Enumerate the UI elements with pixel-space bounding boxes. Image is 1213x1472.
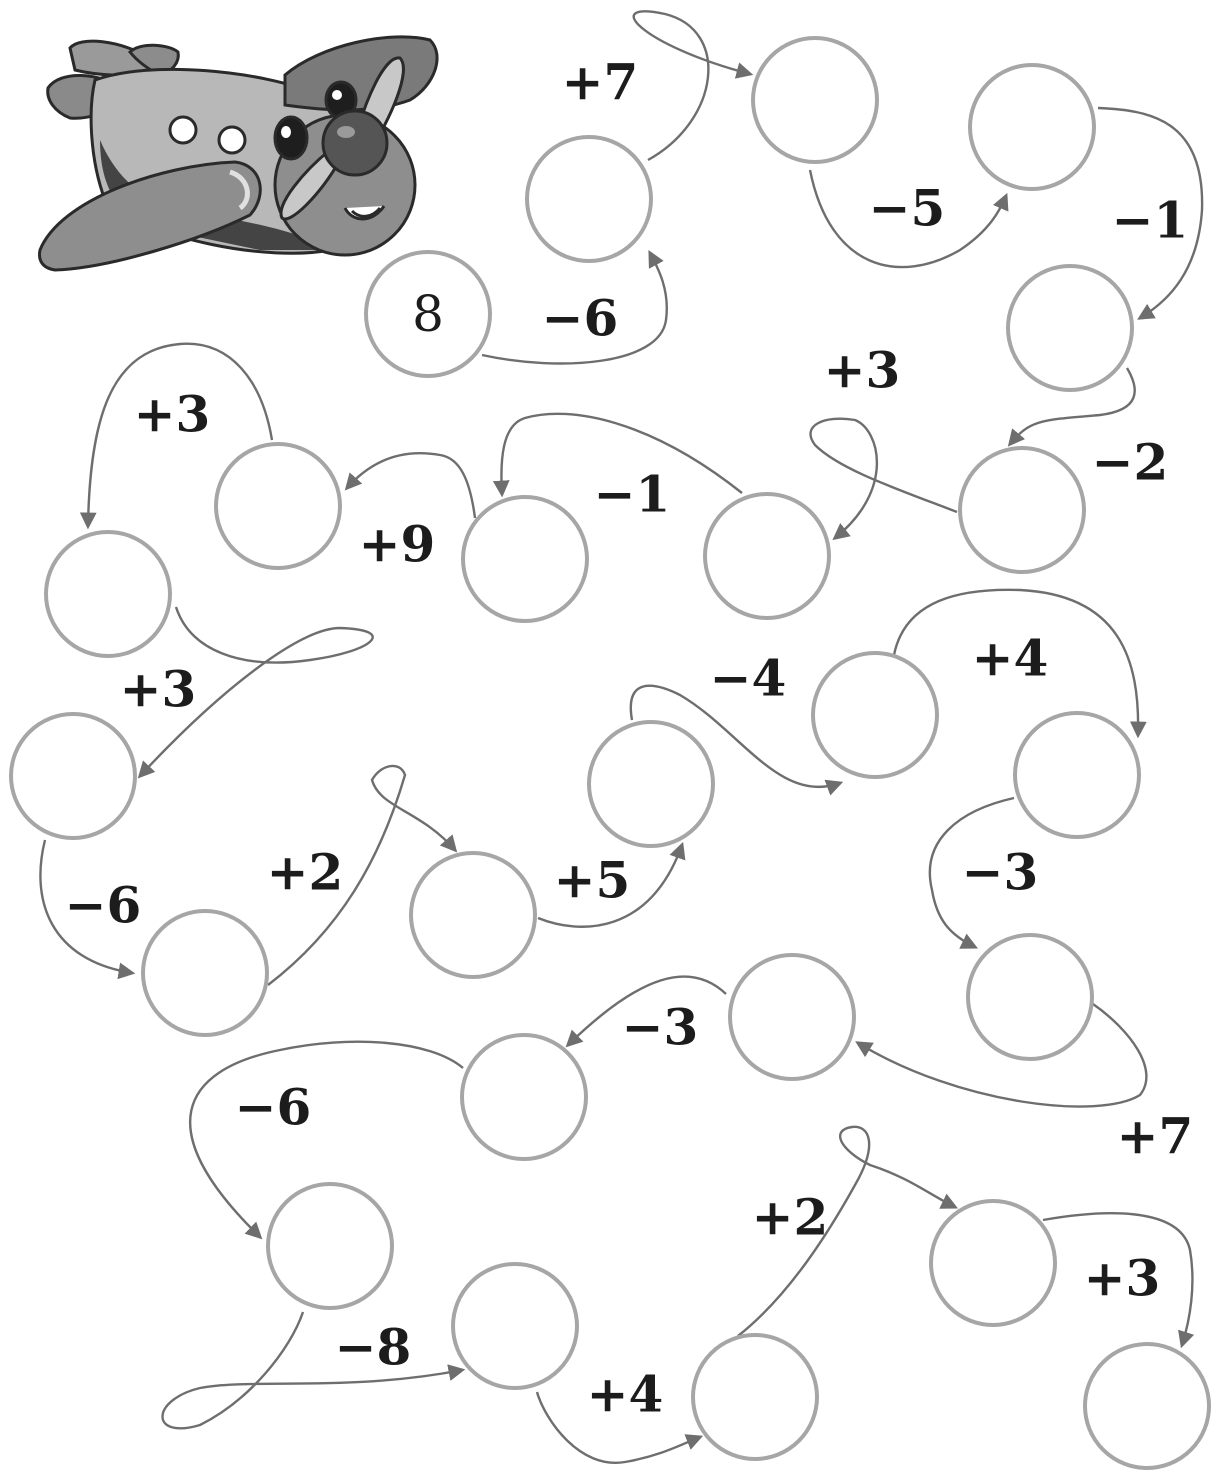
operation-label: −6 — [542, 289, 619, 348]
operation-label: +5 — [554, 851, 631, 910]
connector-arrow — [634, 11, 750, 160]
answer-circle[interactable] — [705, 494, 829, 618]
operation-label: −3 — [962, 843, 1039, 902]
operation-label: −3 — [622, 998, 699, 1057]
answer-circle[interactable] — [463, 497, 587, 621]
operation-label: +4 — [972, 629, 1049, 688]
answer-circle[interactable] — [46, 532, 170, 656]
operation-label: −1 — [1112, 191, 1189, 250]
operation-label: −4 — [710, 649, 787, 708]
operation-label: +3 — [1084, 1249, 1161, 1308]
answer-circle[interactable] — [931, 1201, 1055, 1325]
answer-circle[interactable] — [11, 714, 135, 838]
answer-circle[interactable] — [527, 137, 651, 261]
connector-arrow — [811, 419, 957, 538]
answer-circle[interactable] — [1015, 713, 1139, 837]
operation-label: +7 — [562, 53, 639, 112]
answer-circle[interactable] — [411, 853, 535, 977]
answer-circle[interactable] — [1008, 266, 1132, 390]
answer-circle[interactable] — [1085, 1344, 1209, 1468]
start-value: 8 — [412, 285, 444, 343]
answer-circle[interactable] — [753, 38, 877, 162]
answer-circle[interactable] — [143, 911, 267, 1035]
operation-label: +9 — [359, 515, 436, 574]
answer-circle[interactable] — [730, 955, 854, 1079]
operation-label: +2 — [752, 1188, 829, 1247]
answer-circle[interactable] — [960, 448, 1084, 572]
answer-circle[interactable] — [589, 722, 713, 846]
answer-circle[interactable] — [693, 1335, 817, 1459]
operation-label: −6 — [65, 876, 142, 935]
answer-circle[interactable] — [453, 1264, 577, 1388]
answer-circle[interactable] — [462, 1035, 586, 1159]
answer-circles — [11, 38, 1209, 1468]
answer-circle[interactable] — [970, 65, 1094, 189]
operation-label: +3 — [120, 660, 197, 719]
answer-circle[interactable] — [216, 444, 340, 568]
operation-label: −6 — [235, 1078, 312, 1137]
answer-circle[interactable] — [813, 653, 937, 777]
operation-label: −5 — [869, 179, 946, 238]
connector-arrow — [163, 1312, 463, 1428]
cartoon-airplane-icon — [40, 37, 438, 270]
answer-circle[interactable] — [268, 1184, 392, 1308]
operation-label: +4 — [587, 1365, 664, 1424]
operation-label: +2 — [267, 843, 344, 902]
operation-label: −1 — [594, 465, 671, 524]
operation-label: −8 — [335, 1318, 412, 1377]
operation-label: +3 — [824, 341, 901, 400]
operation-label: −2 — [1092, 433, 1169, 492]
connector-arrow — [347, 453, 475, 518]
operation-label: +3 — [134, 385, 211, 444]
answer-circle[interactable] — [968, 935, 1092, 1059]
operation-label: +7 — [1117, 1107, 1194, 1166]
